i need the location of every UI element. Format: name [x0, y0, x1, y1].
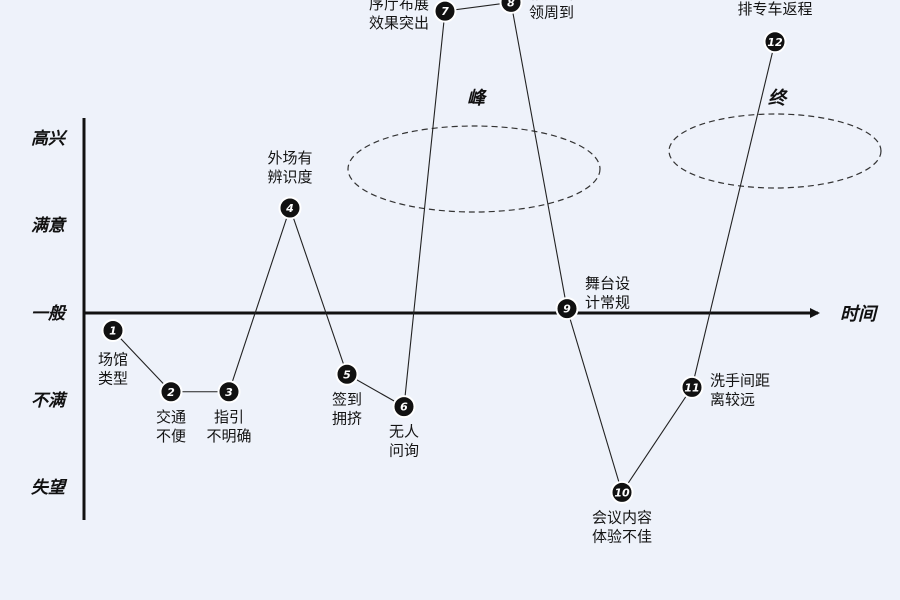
- touchpoint-dot: [433, 0, 457, 23]
- touchpoint-marker-4: 4: [278, 196, 302, 220]
- y-level-label-disappointed: 失望: [31, 478, 68, 498]
- touchpoint-marker-7: 7: [433, 0, 457, 23]
- touchpoint-number: 10: [614, 486, 630, 499]
- touchpoint-dot: [555, 297, 579, 321]
- touchpoint-number: 7: [441, 5, 449, 18]
- touchpoint-label-line: 计常规: [585, 294, 630, 312]
- end-highlight-ellipse: [668, 113, 882, 189]
- touchpoint-label-line: 不便: [156, 427, 186, 445]
- touchpoint-dot: [278, 196, 302, 220]
- touchpoint-label-line: 签到: [332, 390, 362, 408]
- touchpoint-label-line: 外场有: [267, 149, 312, 167]
- touchpoint-label-line: 排专车返程: [737, 0, 812, 18]
- touchpoint-marker-3: 3: [217, 380, 241, 404]
- touchpoint-dot: [335, 362, 359, 386]
- touchpoint-dot: [680, 375, 704, 399]
- touchpoint-dot: [101, 319, 125, 342]
- touchpoint-number: 1: [109, 325, 117, 338]
- touchpoint-label-line: 辨识度: [267, 168, 312, 186]
- touchpoint-dot: [159, 380, 183, 404]
- touchpoint-label-line: 指引: [214, 408, 244, 426]
- touchpoint-number: 6: [400, 401, 408, 414]
- touchpoint-marker-9: 9: [555, 297, 579, 321]
- touchpoint-label-line: 不明确: [206, 427, 251, 445]
- touchpoint-label-line: 交通: [156, 408, 186, 426]
- touchpoint-label-12: 会议结束安排专车返程: [737, 0, 812, 18]
- touchpoint-label-line: 类型: [98, 370, 128, 388]
- touchpoint-label-line: 体验不佳: [592, 527, 652, 545]
- touchpoint-dot: [217, 380, 241, 404]
- touchpoint-marker-2: 2: [159, 380, 183, 404]
- touchpoint-label-line: 服务引: [529, 0, 574, 2]
- y-level-label-dissatisfied: 不满: [31, 391, 68, 411]
- touchpoint-marker-6: 6: [392, 395, 416, 419]
- touchpoint-dot: [610, 480, 634, 504]
- y-level-label-neutral: 一般: [31, 304, 68, 324]
- touchpoint-label-line: 效果突出: [369, 14, 429, 32]
- touchpoint-dot: [499, 0, 523, 14]
- touchpoint-label-line: 会议内容: [592, 508, 652, 526]
- y-level-label-satisfied: 满意: [31, 216, 67, 236]
- touchpoint-label-line: 无人: [389, 423, 419, 441]
- peak-title: 峰: [467, 88, 488, 109]
- touchpoint-dot: [392, 395, 416, 419]
- touchpoint-label-line: 问询: [389, 442, 419, 460]
- touchpoint-marker-8: 8: [499, 0, 523, 14]
- y-level-label-happy: 高兴: [31, 129, 68, 149]
- touchpoint-number: 2: [167, 386, 175, 399]
- touchpoint-label-line: 洗手间距: [710, 371, 770, 389]
- touchpoint-marker-12: 12: [763, 30, 787, 54]
- touchpoint-marker-5: 5: [335, 362, 359, 386]
- touchpoint-label-line: 拥挤: [332, 409, 362, 427]
- touchpoint-number: 9: [563, 303, 571, 316]
- touchpoint-number: 8: [507, 0, 515, 9]
- touchpoint-label-line: 序厅布展: [369, 0, 429, 13]
- x-axis-label: 时间: [840, 304, 879, 325]
- journey-curve: [112, 1, 776, 494]
- touchpoint-label-line: 场馆: [98, 351, 128, 369]
- touchpoint-number: 3: [225, 386, 233, 399]
- touchpoint-label-line: 舞台设: [585, 275, 630, 293]
- touchpoint-marker-1: 1: [101, 319, 125, 342]
- touchpoint-number: 5: [343, 368, 351, 381]
- touchpoint-marker-10: 10: [610, 480, 634, 504]
- peak-highlight-ellipse: [347, 125, 601, 213]
- touchpoint-marker-11: 11: [680, 375, 704, 399]
- end-title: 终: [768, 88, 788, 109]
- touchpoint-number: 4: [285, 202, 294, 215]
- touchpoint-dot: [763, 30, 787, 54]
- touchpoint-label-line: 领周到: [529, 3, 574, 21]
- touchpoint-label-line: 离较远: [710, 390, 755, 408]
- touchpoint-label-8: 服务引领周到: [529, 0, 574, 21]
- touchpoint-number: 11: [684, 381, 699, 394]
- touchpoint-number: 12: [767, 36, 783, 49]
